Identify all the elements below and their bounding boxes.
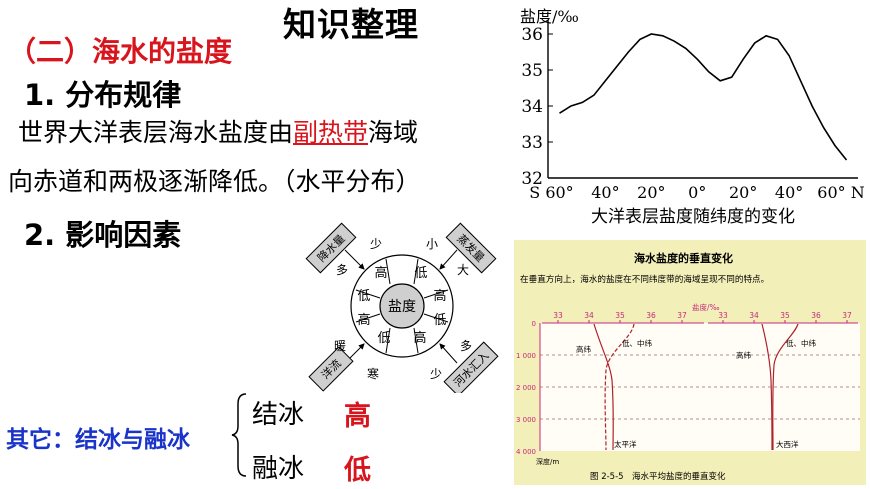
label-big: 大 <box>457 263 469 277</box>
sal-tick-35-right: 35 <box>780 311 790 320</box>
depth-tick-0: 0 <box>532 320 536 328</box>
melt-label: 融冰 <box>252 454 305 484</box>
depth-axis-label: 深度/m <box>536 457 559 466</box>
center-circle <box>379 283 425 329</box>
ring-high-3: 高 <box>357 312 370 328</box>
precip-box: 降水量 <box>305 222 357 274</box>
label-few-2: 少 <box>430 367 442 381</box>
evap-box: 蒸发量 <box>445 222 497 274</box>
label-many-1: 多 <box>336 263 348 277</box>
distribution-heading: 1. 分布规律 <box>24 78 182 112</box>
section-heading: （二）海水的盐度 <box>8 35 233 68</box>
vertical-salinity-drawing: 海水盐度的垂直变化 在垂直方向上，海水的盐度在不同纬度带的海域呈现不同的特点。 … <box>516 251 860 482</box>
brace-icon <box>231 393 247 477</box>
label-small: 小 <box>426 237 438 251</box>
depth-tick-3000: 3 000 <box>516 416 536 424</box>
salinity-axis-label: 盐度/‰ <box>692 302 720 312</box>
factors-heading: 2. 影响因素 <box>24 218 182 252</box>
current-box: 洋流 <box>308 346 354 392</box>
pacific-high-lat-label: 高纬 <box>576 344 591 354</box>
vertical-salinity-figure: 海水盐度的垂直变化 在垂直方向上，海水的盐度在不同纬度带的海域呈现不同的特点。 … <box>514 240 866 485</box>
melt-value: 低 <box>344 455 371 486</box>
ring-low-4: 低 <box>377 331 390 346</box>
x-tick-label: 40° <box>775 183 803 202</box>
x-tick-label: 20° <box>729 183 757 202</box>
sal-tick-34-right: 34 <box>749 311 759 320</box>
ring-high-2: 高 <box>433 288 446 304</box>
sal-tick-35-left: 35 <box>615 311 625 320</box>
pacific-low-mid-lat-curve <box>604 323 635 451</box>
ring-high-1: 高 <box>374 265 387 281</box>
sal-tick-33-right: 33 <box>718 311 728 320</box>
depth-gridlines <box>540 354 860 420</box>
pacific-low-mid-lat-label: 低、中纬 <box>622 338 652 348</box>
center-salinity-label: 盐度 <box>388 299 416 315</box>
atlantic-high-lat-curve <box>761 323 773 451</box>
pacific-high-lat-curve <box>593 323 614 451</box>
freeze-label: 结冰 <box>252 400 305 430</box>
label-cold: 寒 <box>367 366 379 381</box>
text-prefix: 世界大洋表层海水盐度由 <box>18 118 294 147</box>
distribution-text-line2: 向赤道和两极逐渐降低。（水平分布） <box>8 167 421 196</box>
figure-heading: 海水盐度的垂直变化 <box>634 251 733 265</box>
depth-tick-4000: 4 000 <box>516 448 536 456</box>
label-few-1: 少 <box>370 237 382 251</box>
surface-salinity-chart: 36 35 34 33 32 S 60° 40° 20° 0° 20° 40° 60° N 盐度/‰… <box>520 7 865 227</box>
y-tick-label: 34 <box>521 97 543 117</box>
figure-description: 在垂直方向上，海水的盐度在不同纬度带的海域呈现不同的特点。 <box>520 273 769 285</box>
ring-high-4: 高 <box>413 330 426 346</box>
x-tick-label: 0° <box>688 183 706 202</box>
sal-tick-36-right: 36 <box>811 311 821 320</box>
label-warm: 暖 <box>334 339 346 353</box>
sal-tick-34-left: 34 <box>584 311 594 320</box>
ring-low-1: 低 <box>414 266 427 281</box>
sal-tick-36-left: 36 <box>646 311 656 320</box>
atlantic-label: 大西洋 <box>776 439 799 449</box>
sal-tick-33-left: 33 <box>553 311 563 320</box>
atlantic-high-lat-label: 高纬 <box>736 350 751 360</box>
factors-diagram: 降水量 蒸发量 洋流 河水汇入 少 多 小 大 暖 寒 少 多 高 低 低 高 … <box>305 222 499 393</box>
depth-tick-2000: 2 000 <box>516 384 536 392</box>
y-tick-label: 35 <box>521 61 543 81</box>
x-tick-label: 20° <box>637 183 665 202</box>
sal-tick-37-right: 37 <box>842 311 852 320</box>
freeze-value: 高 <box>344 401 371 432</box>
sal-tick-37-left: 37 <box>677 311 687 320</box>
atlantic-low-mid-lat-label: 低、中纬 <box>786 338 816 348</box>
chart-caption: 大洋表层盐度随纬度的变化 <box>591 207 795 227</box>
ring-low-3: 低 <box>433 313 446 328</box>
other-factors-label: 其它：结冰与融冰 <box>6 427 190 453</box>
x-tick-label: 60° N <box>817 183 864 202</box>
depth-tick-1000: 1 000 <box>516 352 536 360</box>
ring-low-2: 低 <box>357 289 370 304</box>
series-line-salinity <box>559 33 848 161</box>
y-tick-label: 32 <box>521 169 543 189</box>
distribution-text-line1: 世界大洋表层海水盐度由副热带海域 <box>18 113 418 149</box>
salinity-axes <box>542 320 858 324</box>
y-tick-label: 36 <box>521 25 543 45</box>
atlantic-low-mid-lat-curve <box>772 323 799 451</box>
y-tick-label: 33 <box>521 133 543 153</box>
x-tick-label: S 60° <box>529 183 573 202</box>
page-title: 知识整理 <box>283 5 419 44</box>
text-suffix: 海域 <box>368 118 419 147</box>
figure-caption: 图 2-5-5 海水平均盐度的垂直变化 <box>590 471 726 482</box>
x-tick-label: 40° <box>591 183 619 202</box>
y-axis-label: 盐度/‰ <box>520 7 579 26</box>
highlight-subtropical: 副热带 <box>293 118 369 147</box>
pacific-label: 太平洋 <box>614 439 637 449</box>
label-many-2: 多 <box>460 339 472 353</box>
